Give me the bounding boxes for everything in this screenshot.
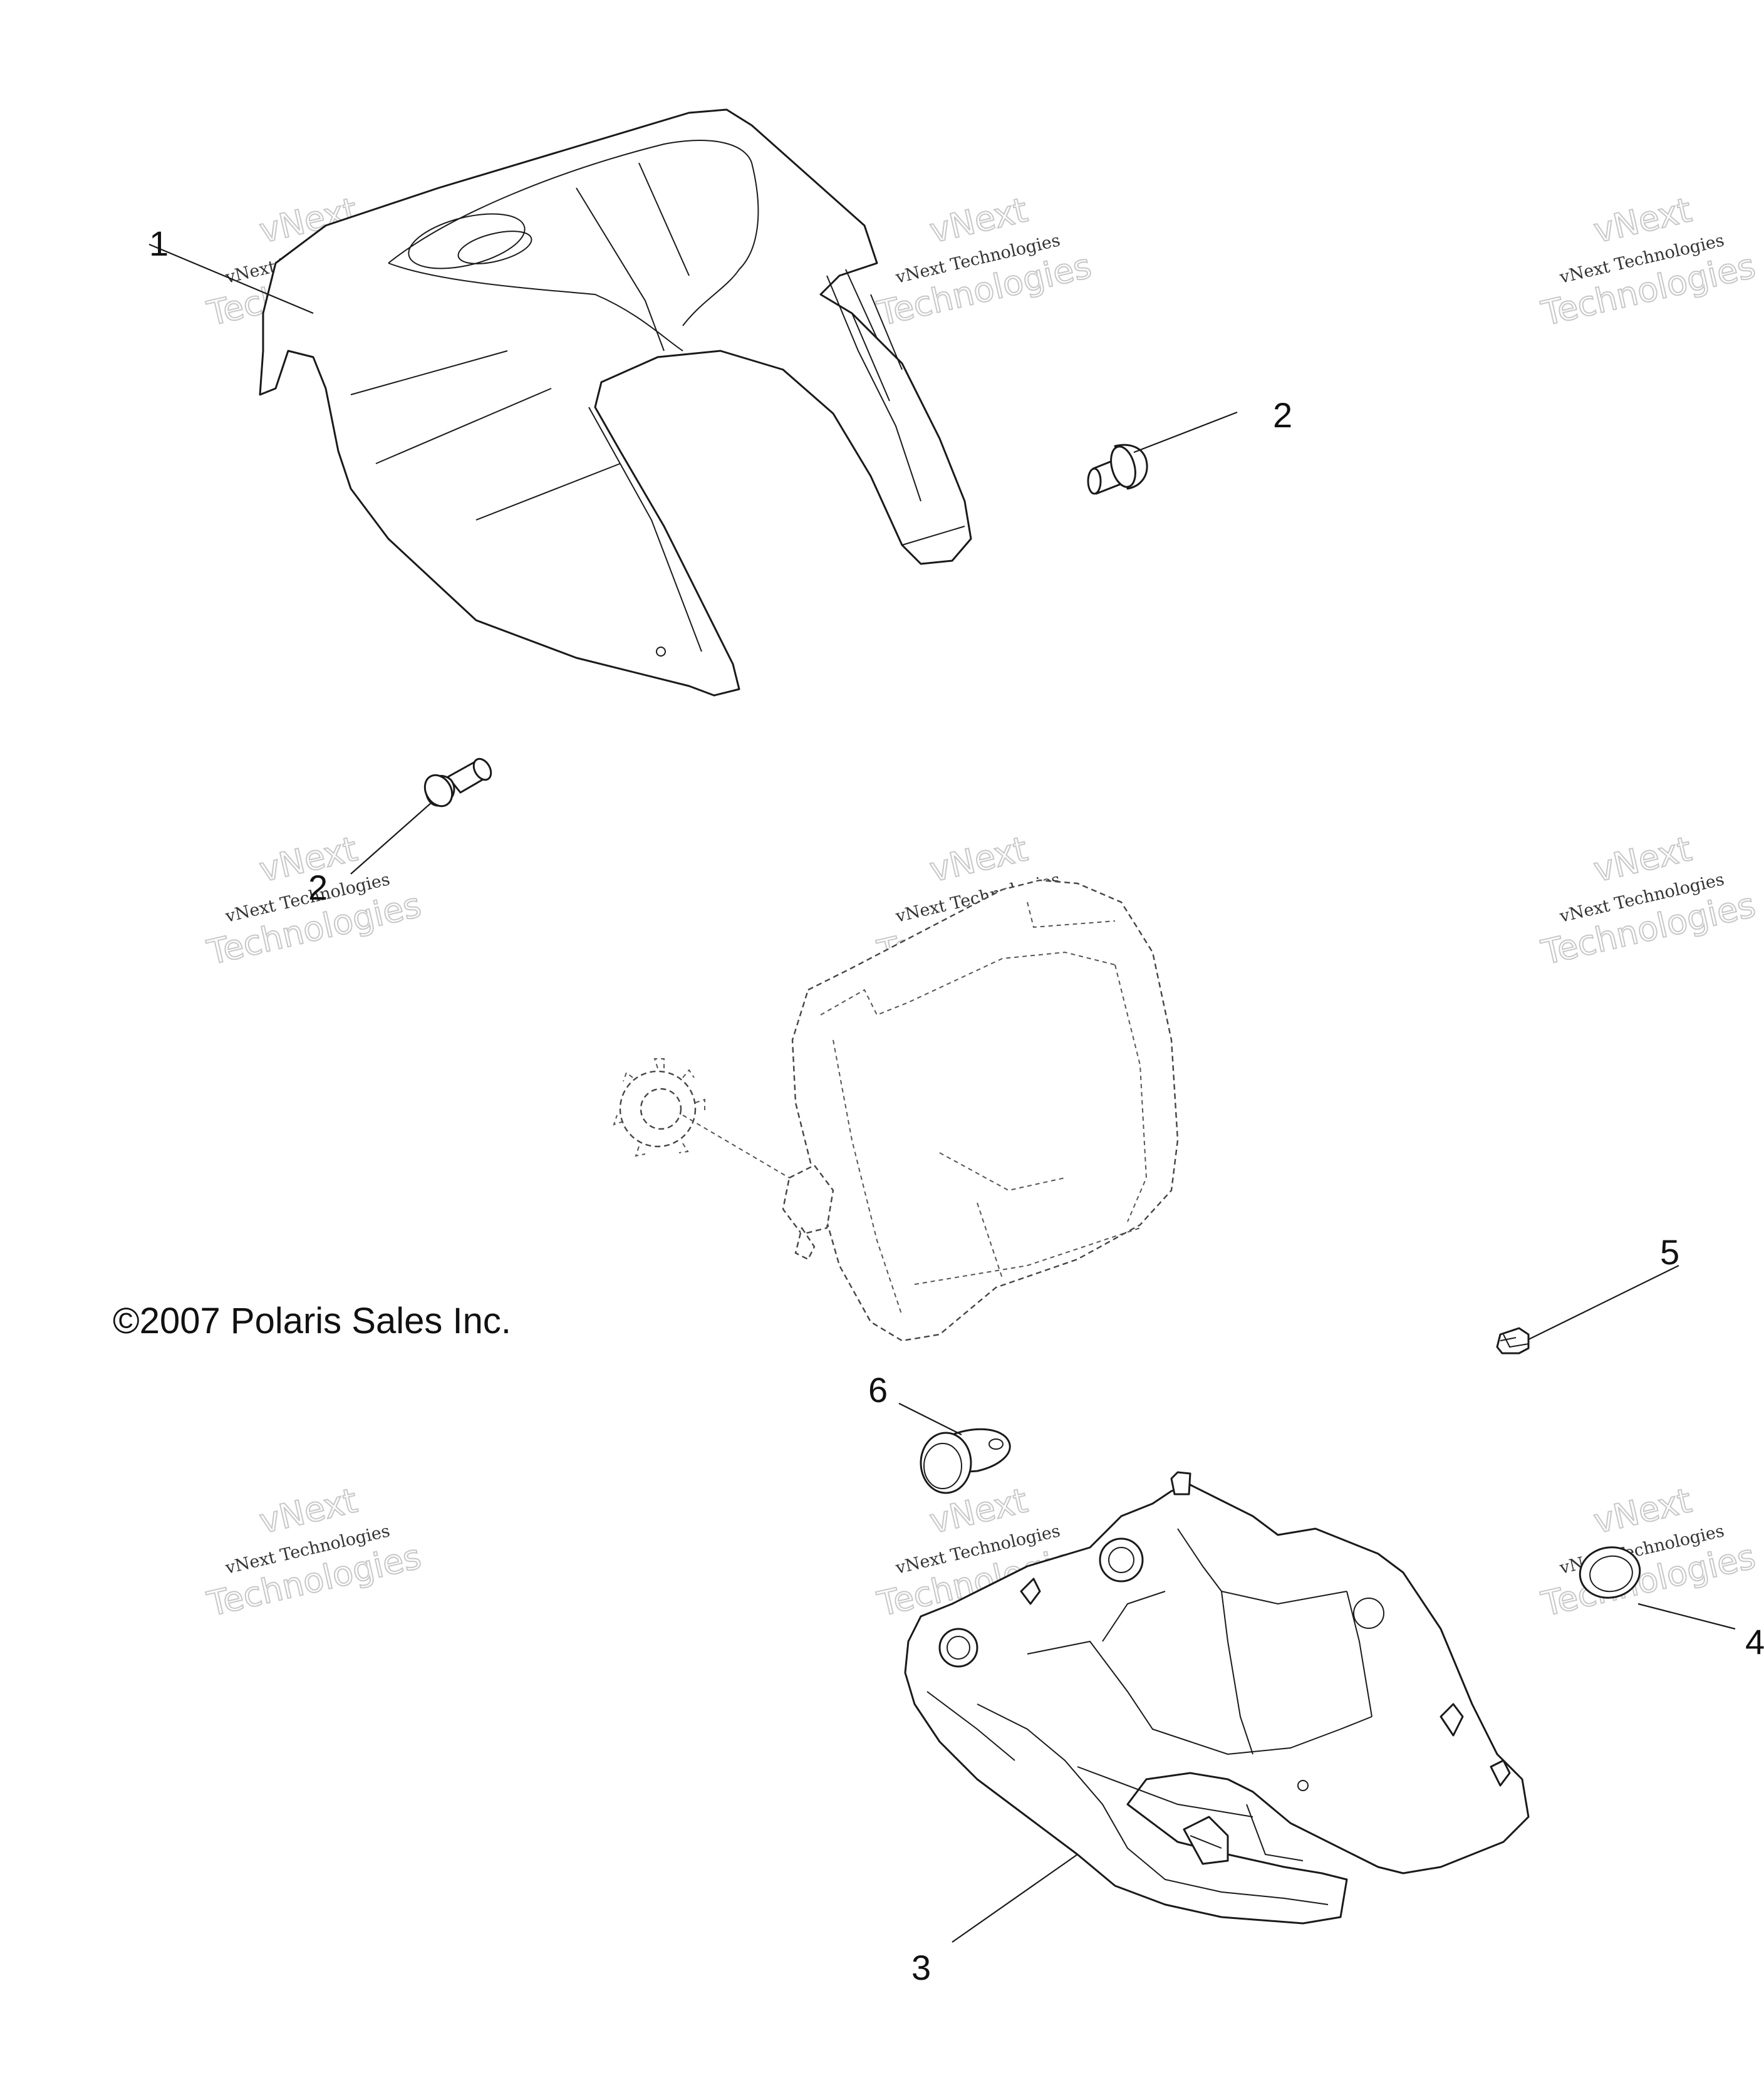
- callout-3: 3: [911, 1948, 931, 1987]
- screw-icon: [423, 757, 492, 808]
- watermark-6: vNext vNext Technologies Technologies: [1537, 828, 1760, 973]
- callout-2-lower: 2: [308, 868, 328, 907]
- watermark-2: vNext vNext Technologies Technologies: [873, 189, 1096, 334]
- grommet-icon: [1579, 1546, 1641, 1599]
- leader-2-lower: [350, 801, 433, 875]
- copyright-text: ©2007 Polaris Sales Inc.: [113, 1301, 511, 1341]
- leader-6: [898, 1403, 962, 1435]
- watermark-3: vNext vNext Technologies Technologies: [1537, 189, 1760, 334]
- clip-nut-icon: [1496, 1327, 1530, 1354]
- callout-2-upper: 2: [1273, 395, 1292, 435]
- watermark-4: vNext vNext Technologies Technologies: [203, 828, 425, 973]
- headlight-assembly-reference-icon: [613, 879, 1179, 1342]
- leader-2-upper: [1133, 411, 1238, 454]
- callout-6: 6: [868, 1370, 888, 1410]
- callout-1: 1: [149, 224, 169, 263]
- watermark-7: vNext vNext Technologies Technologies: [203, 1480, 425, 1625]
- leader-lines: [148, 243, 1736, 1943]
- headlight-pod-lower-cover-icon: [904, 1471, 1530, 1925]
- leader-5: [1528, 1265, 1679, 1340]
- headlight-pod-upper-cover-icon: [259, 108, 972, 697]
- callout-5: 5: [1660, 1232, 1679, 1272]
- cap-icon: [920, 1428, 1011, 1494]
- leader-4: [1637, 1603, 1736, 1630]
- callout-4: 4: [1745, 1622, 1764, 1661]
- leader-1: [148, 243, 314, 315]
- watermark-9: vNext vNext Technologies Technologies: [1537, 1480, 1760, 1625]
- screw-icon: [1087, 444, 1148, 495]
- leader-3: [952, 1854, 1078, 1943]
